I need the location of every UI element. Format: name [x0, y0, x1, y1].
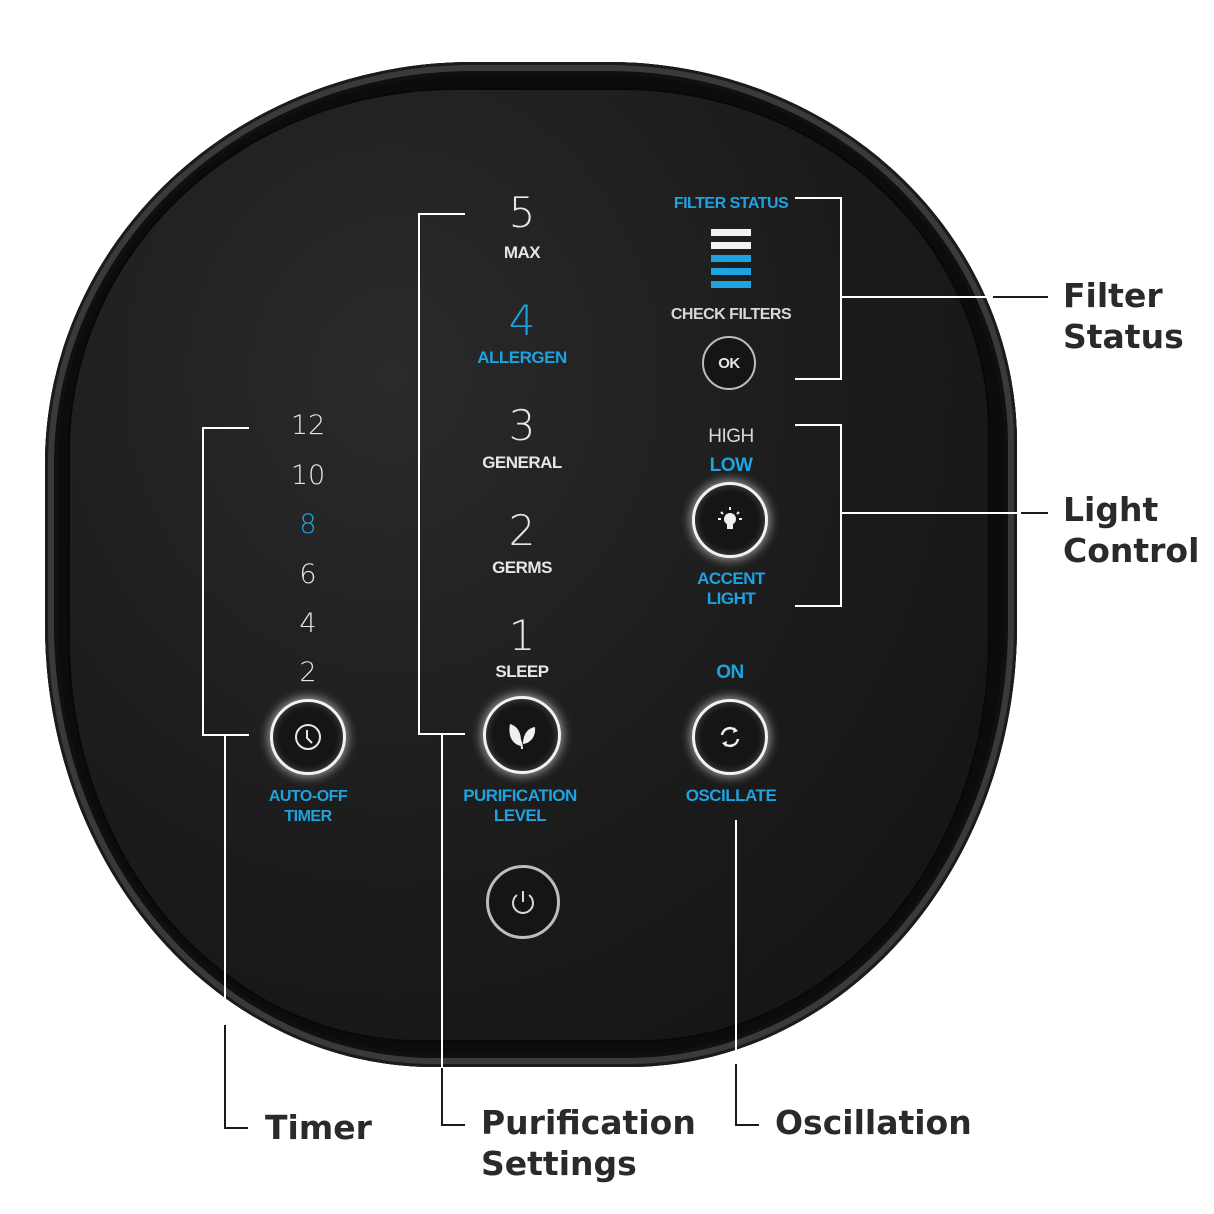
callout-timer: Timer — [265, 1108, 372, 1147]
purification-level-5-number: 5 — [508, 188, 536, 237]
callout-filter-status: Filter Status — [1063, 276, 1184, 356]
purification-level-5-name: MAX — [503, 243, 541, 262]
oscillate-label: OSCILLATE — [685, 786, 777, 805]
oscillate-button[interactable] — [692, 699, 768, 775]
purification-level-label: PURIFICATION LEVEL — [463, 786, 577, 825]
auto-off-timer-label: AUTO-OFF TIMER — [268, 788, 348, 825]
lightbulb-icon — [718, 507, 742, 529]
purification-level-2-number: 2 — [508, 506, 536, 555]
power-button[interactable] — [486, 865, 560, 939]
filter-status-indicator — [711, 229, 751, 293]
callout-oscillation: Oscillation — [775, 1103, 972, 1142]
filter-bar-4 — [711, 268, 751, 275]
purification-level-button[interactable] — [483, 696, 561, 774]
timer-level-2: 2 — [299, 657, 317, 688]
filter-status-title: FILTER STATUS — [673, 195, 789, 212]
accent-light-label: ACCENT LIGHT — [697, 569, 765, 608]
timer-level-12: 12 — [290, 410, 326, 441]
light-level-low-active: LOW — [709, 455, 753, 476]
filter-bar-3 — [711, 255, 751, 262]
timer-level-6: 6 — [299, 559, 317, 590]
ok-label: OK — [718, 354, 740, 372]
callout-light-control: Light Control — [1063, 490, 1200, 570]
filter-bar-5 — [711, 281, 751, 288]
purification-level-1-number: 1 — [508, 611, 536, 660]
purification-level-4-number: 4 — [508, 296, 536, 345]
oscillation-state-on: ON — [716, 662, 744, 683]
purification-level-3-number: 3 — [508, 401, 536, 450]
leaf-icon — [509, 724, 536, 750]
accent-light-button[interactable] — [692, 482, 768, 558]
purification-level-2-name: GERMS — [492, 558, 552, 577]
purification-level-1-name: SLEEP — [495, 662, 549, 681]
check-filters-label: CHECK FILTERS — [670, 306, 792, 323]
auto-off-timer-button[interactable] — [270, 699, 346, 775]
filter-ok-button[interactable]: OK — [702, 336, 756, 390]
purification-level-4-name: ALLERGEN — [477, 348, 567, 367]
clock-icon — [295, 724, 321, 750]
filter-bar-1 — [711, 229, 751, 236]
power-icon — [512, 891, 534, 914]
oscillate-icon — [720, 726, 740, 748]
timer-level-4: 4 — [299, 608, 317, 639]
timer-level-8-active: 8 — [299, 509, 317, 540]
callout-purification-settings: Purification Settings — [481, 1103, 696, 1183]
filter-bar-2 — [711, 242, 751, 249]
timer-level-10: 10 — [290, 460, 326, 491]
light-level-high: HIGH — [708, 426, 754, 447]
purification-level-3-name: GENERAL — [482, 453, 562, 472]
